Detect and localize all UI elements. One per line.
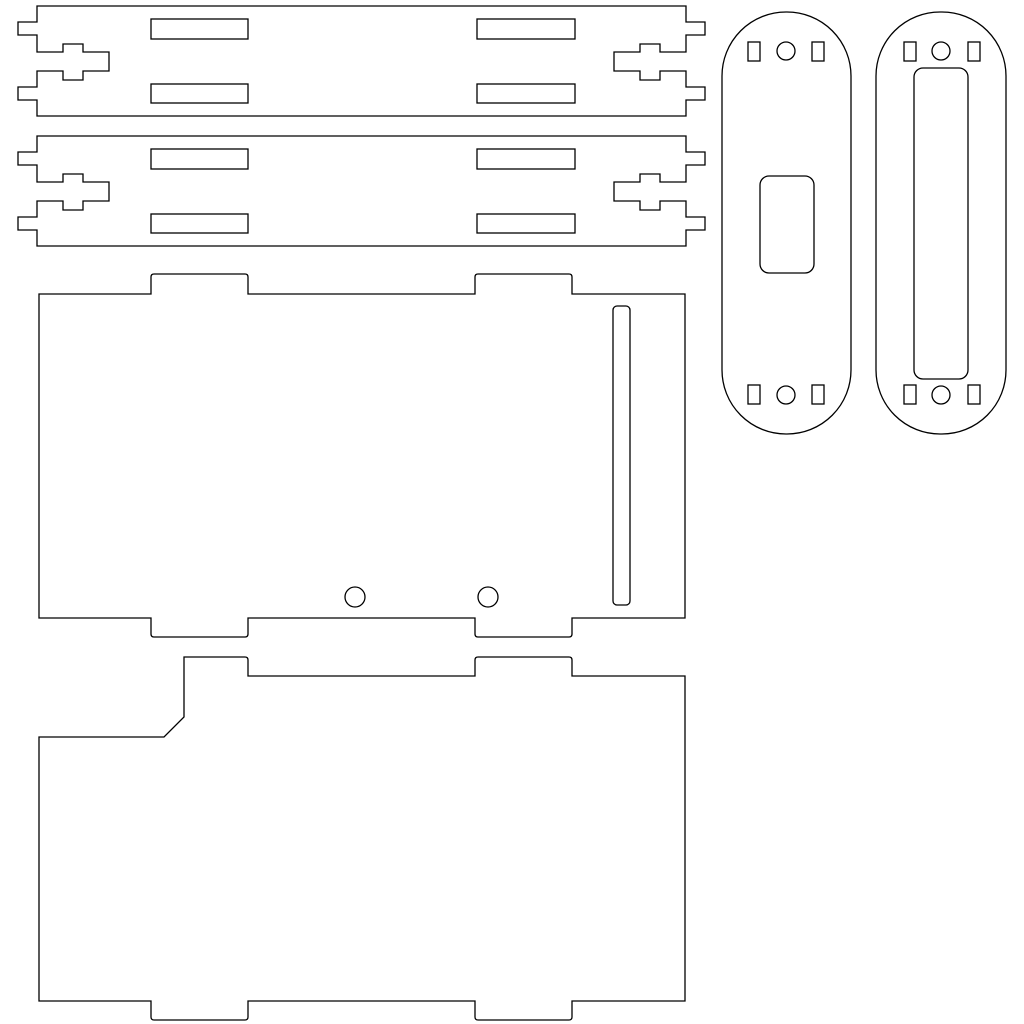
slot [811, 384, 825, 405]
slot [150, 148, 249, 170]
window-cutout [759, 175, 815, 274]
window-cutout [913, 67, 969, 380]
hole [776, 41, 796, 61]
slot [476, 213, 576, 234]
hole [776, 385, 796, 405]
slot [967, 41, 981, 62]
side-panel-outline [17, 5, 706, 117]
top-panel [38, 656, 686, 1021]
mount-hole [344, 586, 366, 608]
slot [150, 83, 249, 104]
end-plate-outline [875, 11, 1007, 435]
slot [811, 41, 825, 62]
side-panel-outline [17, 135, 706, 247]
side-panel-1 [17, 5, 706, 117]
slot [967, 384, 981, 405]
base-panel-outline [38, 273, 686, 638]
slot [150, 213, 249, 234]
hole [931, 385, 951, 405]
long-slot [612, 305, 631, 606]
slot [476, 18, 576, 40]
slot [476, 148, 576, 170]
slot [150, 18, 249, 40]
end-plate [721, 11, 852, 435]
slot [747, 384, 761, 405]
slot [903, 384, 917, 405]
mount-hole [477, 586, 499, 608]
slot [476, 83, 576, 104]
slot [747, 41, 761, 62]
top-panel-outline [38, 656, 686, 1021]
end-plate-outline [721, 11, 852, 435]
side-panel-2 [17, 135, 706, 247]
hole [931, 41, 951, 61]
base-panel [38, 273, 686, 638]
slot [903, 41, 917, 62]
end-plate-window [875, 11, 1007, 435]
